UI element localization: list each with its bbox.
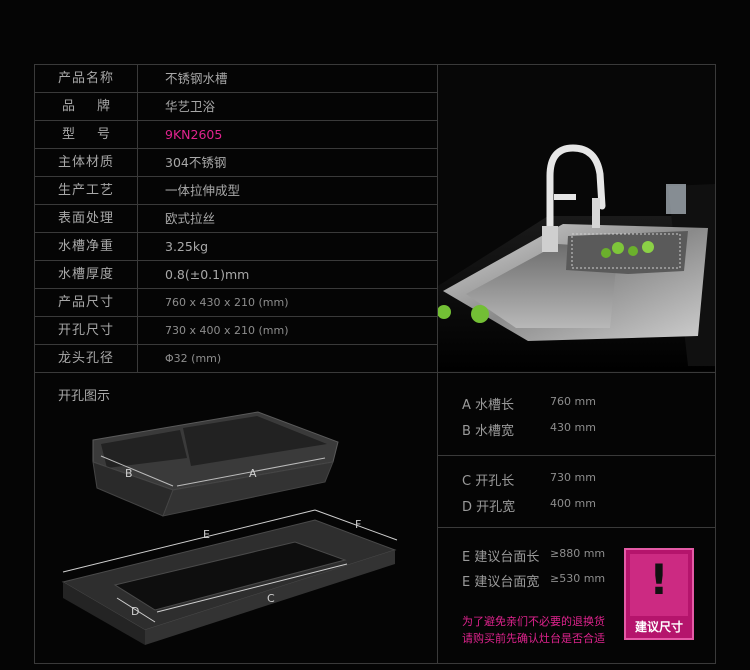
spec-row-thickness: 水槽厚度 0.8(±0.1)mm [35,261,437,288]
spec-frame [34,64,716,664]
product-photo [438,66,715,371]
dimension-divider [437,527,716,528]
spec-value: 欧式拉丝 [165,211,216,226]
section-divider [34,372,716,373]
diagram-label-c: C [267,592,275,605]
row-divider [34,232,437,233]
dimension-label: D 开孔宽 [462,500,516,515]
badge-label: 建议尺寸 [634,620,683,634]
countertop-view [61,509,398,645]
spec-value: 华艺卫浴 [165,99,216,114]
dimension-value: 400 mm [550,497,596,510]
dimension-value: 430 mm [550,421,596,434]
spec-row-model: 型号 9KN2605 [35,121,437,148]
spec-row-brand: 品牌 华艺卫浴 [35,93,437,120]
dimension-b: B 水槽宽 430 mm [462,420,596,439]
row-divider [34,288,437,289]
spec-label: 产品尺寸 [57,295,114,310]
dimension-c: C 开孔长 730 mm [462,470,596,489]
row-divider [34,92,437,93]
diagram-title: 开孔图示 [58,389,111,404]
dimension-label: B 水槽宽 [462,424,515,439]
spec-value: 730 x 400 x 210 (mm) [165,324,289,337]
spec-label: 开孔尺寸 [57,323,114,338]
spec-row-size: 产品尺寸 760 x 430 x 210 (mm) [35,289,437,316]
spec-row-cutout: 开孔尺寸 730 x 400 x 210 (mm) [35,317,437,344]
dimension-label: A 水槽长 [462,398,515,413]
label-divider [137,64,138,372]
dimension-value: 760 mm [550,395,596,408]
dimension-value: 730 mm [550,471,596,484]
spec-value: 760 x 430 x 210 (mm) [165,296,289,309]
dimension-divider [437,455,716,456]
row-divider [34,204,437,205]
spec-value: 0.8(±0.1)mm [165,267,250,282]
spec-row-faucet-hole: 龙头孔径 Φ32 (mm) [35,345,437,372]
dimension-label: E 建议台面长 [462,550,540,565]
spec-label: 型号 [61,127,132,142]
row-divider [34,148,437,149]
dimension-label: E 建议台面宽 [462,575,540,590]
dimension-d: D 开孔宽 400 mm [462,496,596,515]
diagram-label-b: B [125,467,133,480]
row-divider [34,120,437,121]
exclamation-icon: ! [649,555,669,604]
diagram-label-a: A [249,467,257,480]
spec-label: 表面处理 [57,211,114,226]
spec-label: 品牌 [61,99,132,114]
sink-top-view [92,411,339,517]
spec-value: Φ32 (mm) [165,352,222,365]
row-divider [34,260,437,261]
sink-illustration [438,66,715,371]
spec-label: 龙头孔径 [57,351,114,366]
spec-label: 水槽净重 [57,239,114,254]
spec-label: 水槽厚度 [57,267,114,282]
spec-value: 3.25kg [165,239,209,254]
spec-label: 产品名称 [57,71,114,86]
dimension-a: A 水槽长 760 mm [462,394,596,413]
spec-label: 生产工艺 [57,183,114,198]
model-number: 9KN2605 [165,127,223,142]
dimension-f: E 建议台面宽 ≥530 mm [462,571,605,590]
spec-row-finish: 表面处理 欧式拉丝 [35,205,437,232]
dimension-label: C 开孔长 [462,474,515,489]
column-divider [437,64,438,664]
cutout-diagram: B A E F D C [61,411,398,645]
spec-row-name: 产品名称 不锈钢水槽 [35,65,437,92]
spec-row-process: 生产工艺 一体拉伸成型 [35,177,437,204]
recommended-size-badge: ! 建议尺寸 [624,548,694,640]
spec-value: 一体拉伸成型 [165,183,241,198]
notice-line-1: 为了避免亲们不必要的退换货 [462,615,605,628]
spec-row-material: 主体材质 304不锈钢 [35,149,437,176]
dimension-value: ≥530 mm [550,572,606,585]
row-divider [34,316,437,317]
row-divider [34,176,437,177]
spec-row-weight: 水槽净重 3.25kg [35,233,437,260]
notice-line-2: 请购买前先确认灶台是否合适 [462,632,605,645]
diagram-label-f: F [355,518,361,531]
spec-value: 304不锈钢 [165,155,227,170]
spec-value: 不锈钢水槽 [165,71,228,86]
diagram-label-e: E [203,528,210,541]
dimension-e: E 建议台面长 ≥880 mm [462,546,605,565]
row-divider [34,344,437,345]
badge-panel [630,554,688,616]
dimension-value: ≥880 mm [550,547,606,560]
diagram-label-d: D [131,605,139,618]
spec-label: 主体材质 [57,155,114,170]
